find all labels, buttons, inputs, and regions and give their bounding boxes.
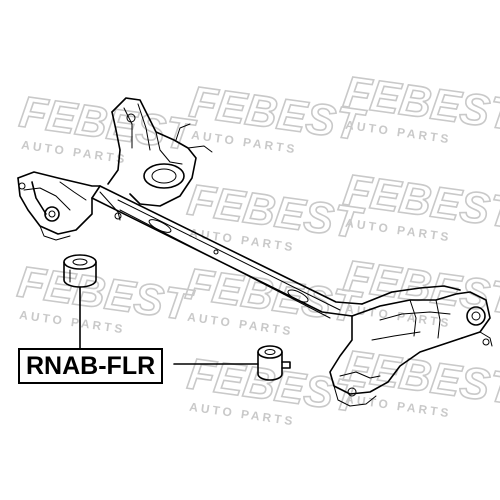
watermark: FEBEST AUTO PARTS	[340, 341, 500, 421]
bushing-installed	[257, 345, 291, 381]
watermark: FEBEST AUTO PARTS	[184, 349, 367, 429]
part-number-label: RNAB-FLR	[18, 348, 164, 384]
bushing-part	[63, 254, 291, 381]
right-trailing-arm	[329, 285, 493, 407]
left-spring-tower	[107, 97, 213, 207]
watermark: FEBEST AUTO PARTS	[340, 67, 500, 147]
rear-axle-beam-drawing	[17, 97, 493, 407]
watermark: FEBEST AUTO PARTS	[182, 259, 365, 339]
watermark: FEBEST AUTO PARTS	[184, 175, 367, 255]
watermark: FEBEST AUTO PARTS	[340, 165, 500, 245]
cross-beam	[91, 185, 363, 319]
watermark: FEBEST AUTO PARTS	[14, 257, 197, 337]
left-trailing-arm	[17, 171, 122, 241]
